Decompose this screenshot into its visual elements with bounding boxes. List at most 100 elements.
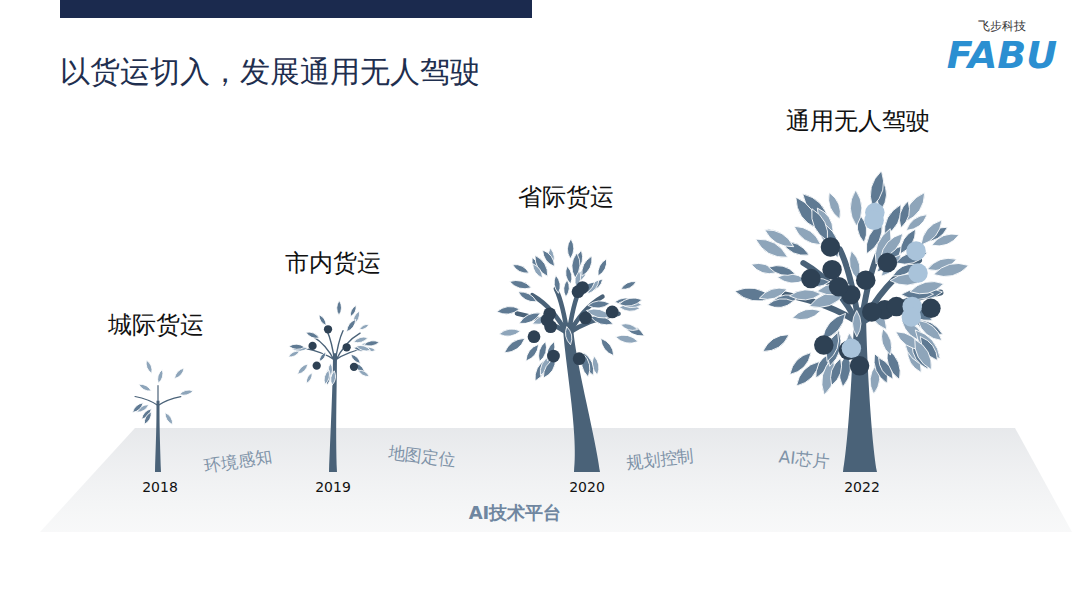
tree-leaf <box>144 359 154 374</box>
tree-leaf <box>878 251 905 279</box>
tree-leaf <box>620 322 639 333</box>
tree-leaf <box>337 300 342 315</box>
tree-leaf <box>827 357 845 387</box>
tree-leaf <box>897 200 913 229</box>
tree-fruit <box>921 299 941 319</box>
stage-label: 通用无人驾驶 <box>786 108 930 136</box>
tree-leaf <box>930 230 961 249</box>
tree-fruit <box>579 312 592 325</box>
tree-leaf <box>138 382 153 393</box>
stage-label: 市内货运 <box>285 250 381 278</box>
tree-fruit <box>547 350 560 363</box>
tree-branch <box>327 331 335 364</box>
tree-leaf <box>850 190 862 226</box>
tree-leaf <box>786 349 814 378</box>
tree-leaf <box>163 411 175 426</box>
tree-fruit <box>814 335 834 355</box>
tree-leaf <box>496 305 520 315</box>
tree-leaf <box>620 279 638 292</box>
tree-leaf <box>142 411 153 426</box>
tree-fruit <box>906 241 926 261</box>
tree-leaf <box>502 335 527 356</box>
tree-fruit <box>864 211 884 231</box>
tree-leaf <box>318 351 328 363</box>
tree-fruit <box>822 260 842 280</box>
tree-leaf <box>349 304 358 317</box>
tree-fruit <box>313 362 321 370</box>
tree-fruit <box>801 269 821 289</box>
tree-leaf <box>595 257 609 277</box>
tree-leaf <box>791 306 822 322</box>
tree-leaf <box>758 285 789 303</box>
tree-fruit <box>343 343 351 351</box>
tree-leaf <box>867 169 887 208</box>
tree-leaf <box>317 314 328 327</box>
tree-leaf <box>540 248 557 268</box>
tree-leaf <box>762 225 796 251</box>
year-label: 2019 <box>315 479 351 495</box>
tree-leaf <box>323 369 331 385</box>
tree-leaf <box>567 239 574 259</box>
stage-label: 省际货运 <box>518 184 614 212</box>
tree-leaf <box>498 328 521 338</box>
tree-branch <box>313 337 335 362</box>
tree-fruit <box>878 253 898 273</box>
tree-fruit <box>528 330 541 343</box>
slide-title: 以货运切入，发展通用无人驾驶 <box>60 55 480 90</box>
tree-fruit <box>862 302 882 322</box>
tree-group <box>131 169 970 472</box>
tree-fruit <box>541 314 554 327</box>
tree-leaf <box>587 300 610 309</box>
tree-fruit <box>308 342 316 350</box>
tree-leaf <box>564 326 574 345</box>
tree-leaf <box>618 296 643 308</box>
tree-leaf <box>156 369 164 384</box>
tree-fruit <box>908 263 928 283</box>
tree-trunk <box>563 323 600 472</box>
tree-fruit <box>821 237 841 257</box>
tree-fruit <box>350 363 358 371</box>
tree <box>734 169 970 472</box>
tree-fruit <box>856 270 876 290</box>
year-label: 2020 <box>569 479 605 495</box>
tree-leaf <box>553 275 562 294</box>
tree <box>287 300 379 472</box>
tree-leaf <box>579 254 595 277</box>
tree-leaf <box>511 262 530 276</box>
tree-fruit <box>572 285 585 298</box>
tree-leaf <box>305 330 320 340</box>
tree-leaf <box>598 336 617 358</box>
tree-leaf <box>517 289 539 305</box>
tree-leaf <box>853 310 862 336</box>
logo-text: 飞步科技 <box>978 20 1026 34</box>
tree-fruit <box>573 352 586 365</box>
year-label: 2022 <box>844 479 880 495</box>
tree-branch <box>158 397 181 406</box>
tree-leaf <box>530 262 544 279</box>
tree-leaf <box>879 327 895 356</box>
tree-leaf <box>173 366 186 380</box>
tree-leaf <box>287 349 300 358</box>
tree-fruit <box>606 306 619 319</box>
header-bar <box>60 0 532 18</box>
tree-fruit <box>829 277 849 297</box>
tree-leaf <box>289 344 305 350</box>
tree-leaf <box>305 372 314 385</box>
tree-leaf <box>523 342 541 363</box>
stage-label: 城际货运 <box>108 312 204 340</box>
tree-leaf <box>363 340 379 347</box>
year-label: 2018 <box>142 479 178 495</box>
tree-leaf <box>563 280 570 298</box>
tree-leaf <box>518 310 543 327</box>
tree-trunk <box>155 401 161 472</box>
tree-fruit <box>324 325 332 333</box>
tree-leaf <box>789 289 821 301</box>
tree-leaf <box>131 401 145 414</box>
tree-leaf <box>932 260 970 280</box>
tree-leaf <box>353 335 369 344</box>
tree-leaf <box>760 330 792 355</box>
tree-leaf <box>296 362 310 376</box>
tree-leaf <box>179 389 194 397</box>
tree-leaf <box>875 355 896 381</box>
